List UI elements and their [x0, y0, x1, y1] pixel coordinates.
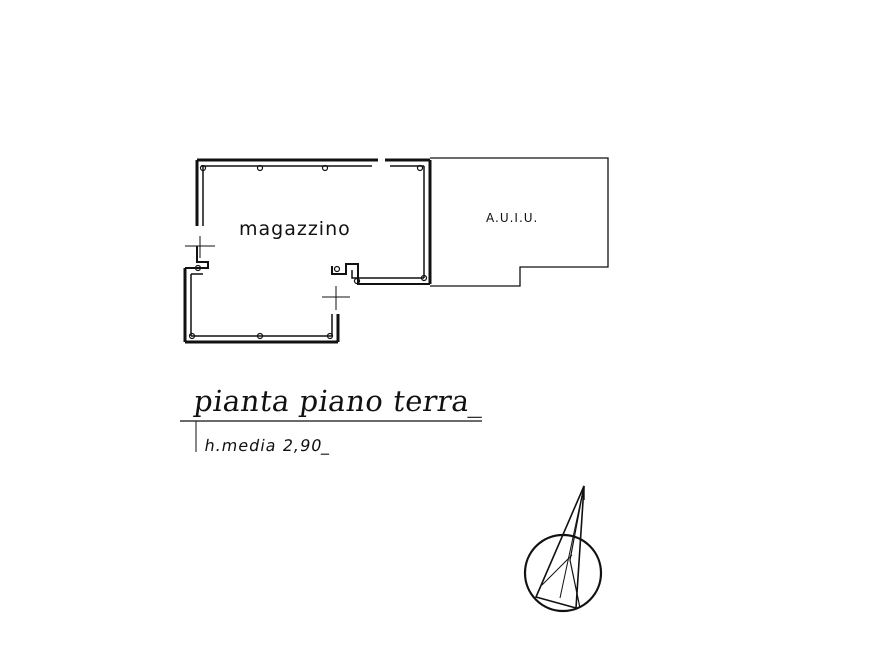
room-label-magazzino: magazzino	[239, 218, 351, 240]
column-markers	[188, 164, 428, 340]
drawing-subtitle: h.media 2,90_	[203, 436, 333, 455]
height-value: 2,90	[281, 436, 325, 455]
room-label-auiu: A.U.I.U.	[486, 211, 539, 225]
height-label: h.media	[203, 436, 279, 455]
magazzino-walls	[183, 158, 432, 344]
auiu-outline	[430, 157, 609, 287]
north-arrow-icon	[523, 485, 603, 613]
drawing-title-text: pianta piano terra	[192, 384, 473, 418]
title-underline	[180, 420, 482, 452]
drawing-title: pianta piano terra_	[192, 384, 487, 418]
section-marks	[185, 236, 350, 310]
